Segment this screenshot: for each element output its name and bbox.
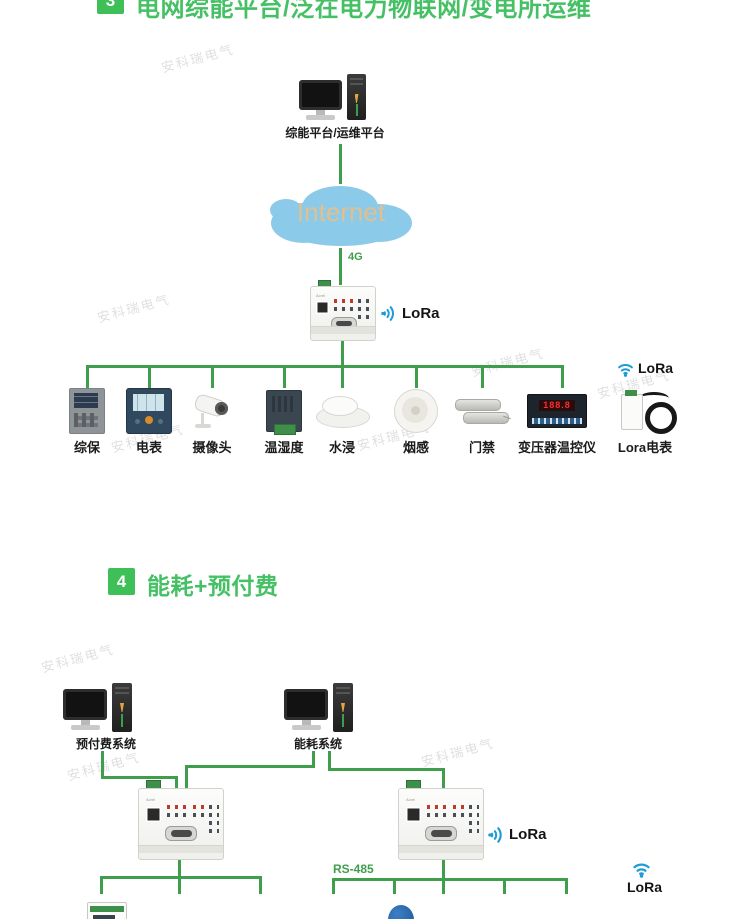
bus-line <box>86 365 564 368</box>
connector-line <box>341 341 344 388</box>
section4-number-badge: 4 <box>108 568 135 595</box>
drop-line <box>86 365 89 388</box>
drop-line <box>503 878 506 894</box>
lora-wifi-icon <box>633 863 650 878</box>
device-icon-transformer-temp-controller: 188.8 <box>525 388 589 434</box>
connector-line <box>442 860 445 880</box>
device-label: 综保 <box>73 440 100 455</box>
device-icon-din-meter <box>87 902 127 919</box>
drop-line <box>100 876 103 894</box>
connector-line <box>339 248 342 285</box>
device-icon-smoke-detector <box>384 388 448 434</box>
drop-line <box>442 878 445 894</box>
device-label: 烟感 <box>402 440 429 455</box>
lora-wifi-icon <box>381 306 395 321</box>
connector-line <box>101 751 104 779</box>
connector-line <box>442 768 445 788</box>
drop-line <box>332 878 335 894</box>
section3-number-badge: 3 <box>97 0 124 14</box>
drop-line <box>561 365 564 388</box>
meters-lora-label: LoRa <box>627 879 662 895</box>
connector-line <box>328 751 331 771</box>
drop-line <box>565 878 568 894</box>
watermark-text: 安科瑞电气 <box>95 291 172 326</box>
watermark-text: 安科瑞电气 <box>419 735 496 770</box>
drop-line <box>415 365 418 388</box>
bus-line <box>332 878 568 881</box>
connector-line <box>185 765 315 768</box>
connector-line <box>101 776 178 779</box>
device-icon-camera <box>180 388 244 434</box>
section4-title: 能耗+预付费 <box>147 573 279 599</box>
watermark-text: 安科瑞电气 <box>39 641 116 676</box>
device-label: 水浸 <box>328 440 355 455</box>
device-icon-lora-meter <box>613 388 677 434</box>
platform-label: 综能平台/运维平台 <box>285 126 385 140</box>
watermark-text: 安科瑞电气 <box>159 41 236 76</box>
internet-cloud: Internet <box>256 180 426 250</box>
uplink-4g-label: 4G <box>348 251 363 263</box>
energy-system-label: 能耗系统 <box>293 737 342 751</box>
bus-line <box>100 876 262 879</box>
drop-line <box>283 365 286 388</box>
connector-line <box>312 751 315 768</box>
drop-line <box>211 365 214 388</box>
device-label: 门禁 <box>468 440 495 455</box>
rs485-bus-label: RS-485 <box>333 862 374 876</box>
drop-line <box>148 365 151 388</box>
drop-line <box>178 876 181 894</box>
section3-title: 电网综能平台/泛在电力物联网/变电所运维 <box>136 0 592 22</box>
gateway-lora-label: LoRa <box>402 305 440 322</box>
gateway-device: Acrel <box>398 788 484 860</box>
device-icon-door-contact <box>450 388 514 434</box>
internet-label: Internet <box>296 197 386 227</box>
drop-line <box>393 878 396 894</box>
connector-line <box>175 776 178 788</box>
drop-line <box>259 876 262 894</box>
device-label: 变压器温控仪 <box>517 440 596 455</box>
device-label: 摄像头 <box>192 440 232 455</box>
prepaid-system-label: 预付费系统 <box>75 737 136 751</box>
gateway-lora-label: LoRa <box>509 826 547 843</box>
drop-line <box>481 365 484 388</box>
device-icon-temp-humidity <box>252 388 316 435</box>
connector-line <box>328 768 445 771</box>
device-label: 电表 <box>135 440 162 455</box>
connector-line <box>185 765 188 788</box>
gateway-device: Acrel <box>310 286 376 341</box>
gateway-device: Acrel <box>138 788 224 860</box>
devices-lora-label: LoRa <box>638 360 673 376</box>
lora-wifi-icon <box>488 827 502 843</box>
device-label: Lora电表 <box>617 440 673 455</box>
connector-line <box>178 860 181 878</box>
device-icon-water-leak <box>310 388 374 434</box>
device-icon-protection-relay <box>55 388 119 434</box>
lora-wifi-icon <box>618 363 633 377</box>
device-label: 温湿度 <box>264 440 304 455</box>
connector-line <box>339 144 342 184</box>
device-icon-float-sensor <box>388 905 414 919</box>
device-icon-energy-meter <box>117 388 181 434</box>
cloud-shape <box>270 186 412 246</box>
